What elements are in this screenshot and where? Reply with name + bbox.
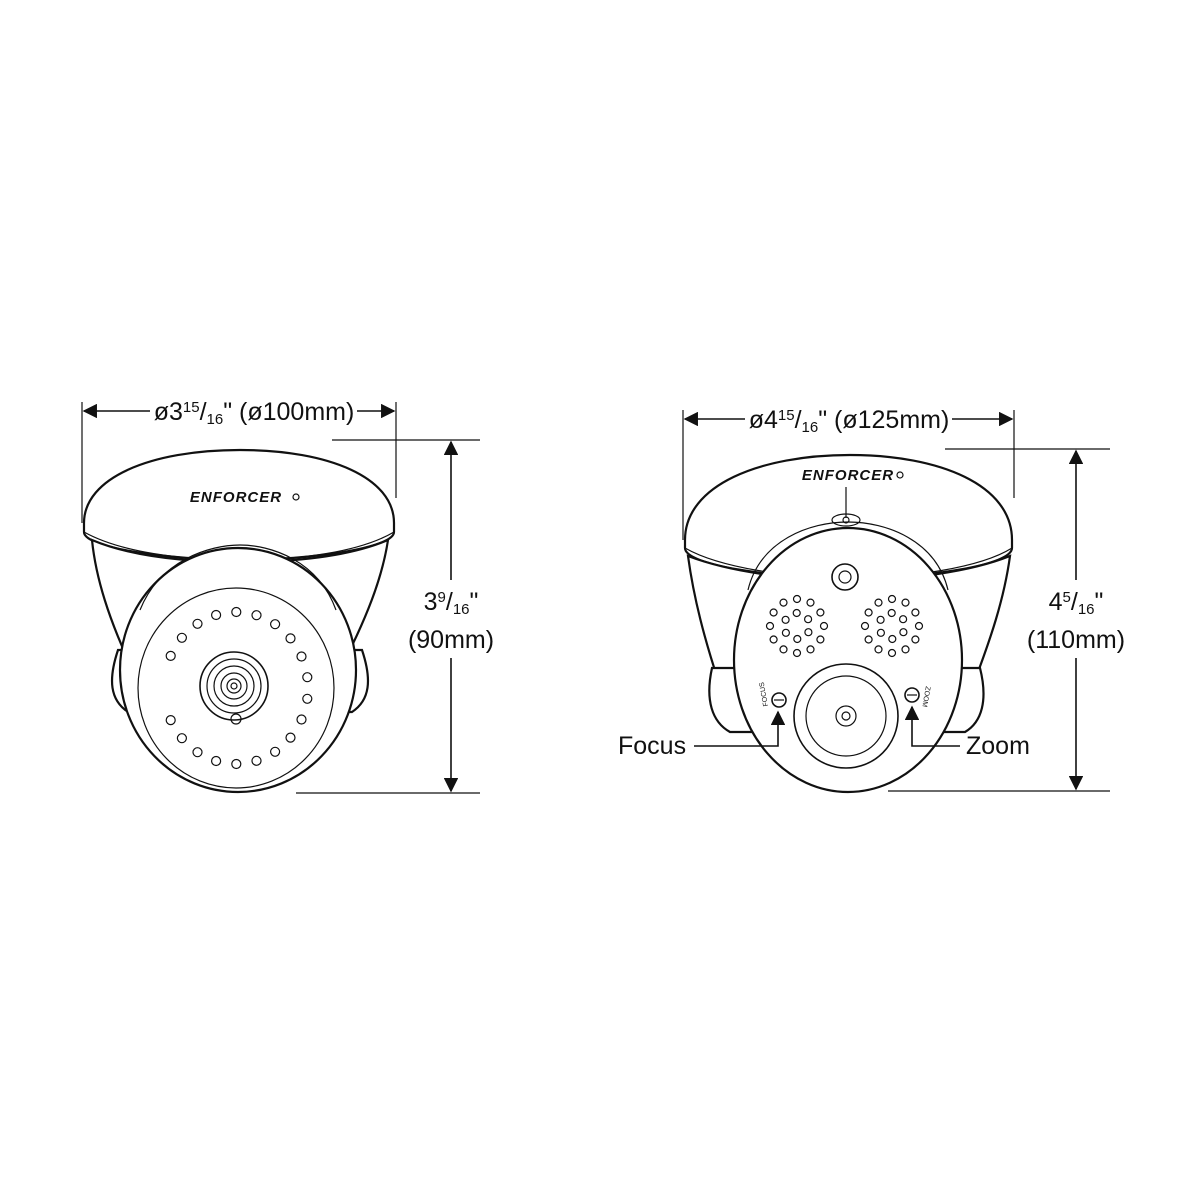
ir-led-icon — [888, 634, 897, 644]
ir-led-icon — [864, 608, 873, 617]
ir-led-icon — [887, 594, 897, 604]
large-height-metric: (110mm) — [1027, 626, 1125, 654]
large-brand-logo: ENFORCER — [802, 467, 894, 484]
registered-mark-icon — [292, 493, 300, 501]
small-lens-ring-2 — [213, 665, 255, 707]
ir-led-icon — [874, 645, 883, 654]
ir-led-icon — [251, 755, 262, 766]
ir-led-icon — [792, 608, 801, 618]
ir-led-icon — [231, 758, 242, 770]
zoom-callout-label: Zoom — [966, 732, 1030, 760]
large-ir-led-clusters — [765, 594, 924, 658]
ir-led-icon — [806, 645, 815, 654]
small-height-metric: (90mm) — [408, 626, 494, 654]
small-lens-ring-4 — [226, 678, 242, 694]
ir-led-icon — [165, 650, 176, 662]
ir-led-icon — [793, 634, 802, 644]
ir-led-icon — [251, 610, 262, 621]
ir-led-icon — [792, 648, 802, 658]
ir-led-icon — [285, 732, 296, 743]
ir-led-icon — [860, 621, 870, 631]
ir-led-icon — [211, 755, 222, 767]
large-lens-center — [835, 705, 857, 727]
zoom-screw-icon — [904, 687, 920, 703]
ir-led-icon — [899, 628, 908, 637]
camera-large: ø415/16" (ø125mm) 45/16" (110mm) ENFORCE… — [618, 406, 1125, 794]
ir-led-icon — [270, 746, 281, 757]
ir-led-icon — [901, 645, 910, 654]
ir-led-icon — [192, 618, 203, 629]
ir-led-icon — [887, 648, 897, 658]
ir-led-icon — [165, 714, 176, 726]
ir-led-icon — [231, 606, 242, 618]
small-ir-led-ring — [165, 606, 313, 770]
ir-led-icon — [769, 635, 778, 644]
focus-dial-label: FOCUS — [759, 681, 770, 707]
small-lens-ring-1 — [206, 658, 262, 714]
large-lens-outer — [793, 663, 899, 769]
large-width-label: ø415/16" (ø125mm) — [749, 406, 950, 436]
small-brand-logo: ENFORCER — [190, 489, 282, 506]
zoom-dial-label: ZOOM — [920, 686, 931, 708]
ir-led-icon — [816, 635, 825, 644]
ir-led-icon — [876, 615, 885, 624]
focus-callout-label: Focus — [618, 732, 686, 760]
zoom-callout-leader — [904, 705, 960, 747]
ir-led-icon — [792, 594, 802, 604]
camera-small: ø315/16" (ø100mm) 39/16" (90mm) ENFORCER — [81, 398, 494, 794]
focus-callout-leader — [694, 710, 786, 747]
ir-led-icon — [887, 608, 896, 618]
large-light-sensor — [831, 563, 859, 591]
ir-led-icon — [819, 621, 829, 631]
ir-led-icon — [914, 621, 924, 631]
ir-led-icon — [302, 672, 313, 683]
ir-led-icon — [176, 632, 187, 643]
small-face-plate — [137, 587, 335, 789]
large-height-label: 45/16" — [1049, 588, 1104, 618]
focus-screw-icon — [771, 692, 787, 708]
small-lens-center — [230, 682, 238, 690]
ir-led-icon — [211, 609, 222, 621]
ir-led-icon — [806, 598, 815, 607]
small-lens-ring-3 — [220, 672, 248, 700]
ir-led-icon — [864, 635, 873, 644]
ir-led-icon — [270, 619, 281, 630]
ir-led-icon — [285, 633, 296, 644]
ir-led-icon — [911, 608, 920, 617]
ir-led-icon — [779, 598, 788, 607]
small-light-sensor — [230, 713, 242, 725]
registered-mark-icon — [896, 471, 904, 479]
large-ball-housing — [732, 526, 964, 794]
small-height-label: 39/16" — [424, 588, 479, 618]
ir-led-icon — [192, 747, 203, 758]
small-lens-outer — [199, 651, 269, 721]
ir-led-icon — [302, 693, 313, 704]
small-width-label: ø315/16" (ø100mm) — [154, 398, 355, 428]
ir-led-icon — [781, 628, 791, 637]
ir-led-icon — [296, 714, 307, 725]
large-lens-ring — [805, 675, 887, 757]
ir-led-icon — [804, 628, 813, 637]
large-light-sensor-inner — [838, 570, 852, 584]
small-ball-ridge — [139, 544, 337, 611]
ir-led-icon — [898, 615, 908, 624]
ir-led-icon — [176, 733, 187, 744]
large-top-screw — [831, 513, 861, 527]
ir-led-icon — [769, 608, 778, 617]
ir-led-icon — [803, 615, 813, 624]
large-top-screw-head — [842, 516, 850, 524]
ir-led-icon — [779, 645, 788, 654]
ir-led-icon — [816, 608, 825, 617]
large-lens-pinhole — [841, 711, 851, 721]
ir-led-icon — [911, 635, 920, 644]
ir-led-icon — [296, 651, 307, 662]
ir-led-icon — [901, 598, 910, 607]
ir-led-icon — [876, 628, 886, 637]
ir-led-icon — [765, 621, 775, 631]
ir-led-icon — [874, 598, 883, 607]
ir-led-icon — [781, 615, 790, 624]
